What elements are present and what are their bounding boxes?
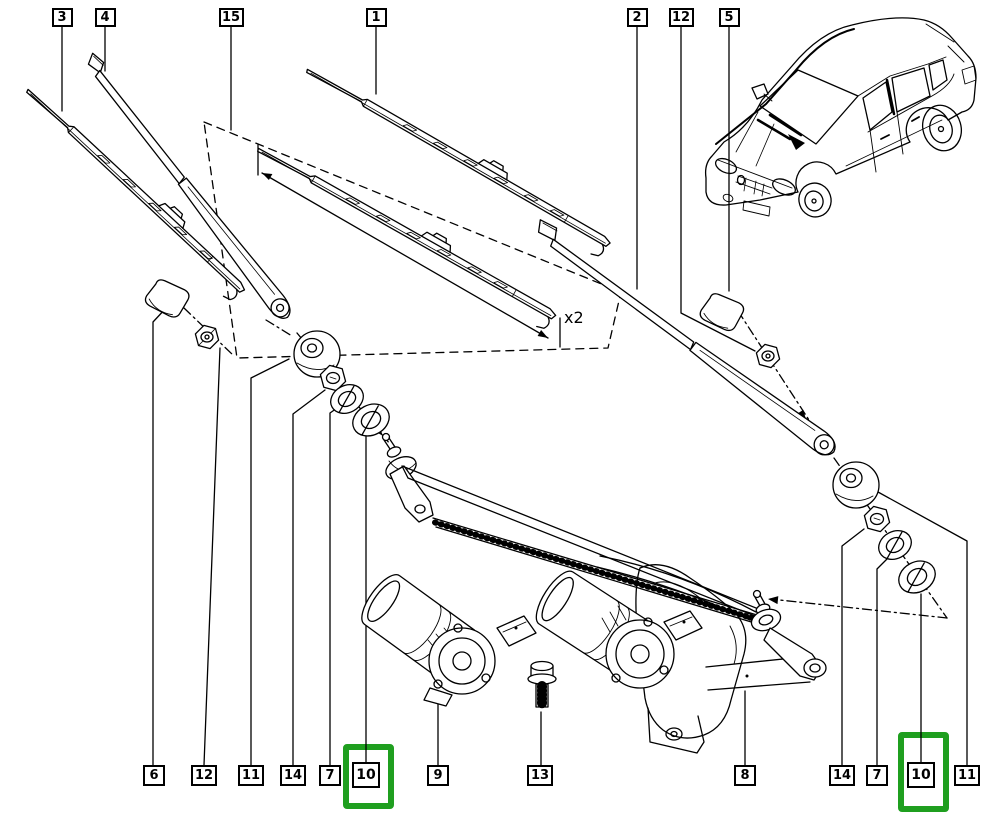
callout-top-12[interactable]: 12 xyxy=(668,8,694,27)
highlight-box-right xyxy=(898,732,949,812)
callout-label: 1 xyxy=(371,10,381,25)
highlight-box-left xyxy=(343,744,394,809)
wiper-blade-1 xyxy=(306,68,611,257)
callout-label: 11 xyxy=(241,768,261,783)
callout-label: 3 xyxy=(57,10,67,25)
callout-label: 13 xyxy=(530,768,550,783)
seal-washer-7-right xyxy=(878,530,912,560)
spindle-cap-5 xyxy=(699,293,745,332)
callout-label: 6 xyxy=(149,768,159,783)
wiper-blade-3 xyxy=(26,88,246,301)
callout-label: 9 xyxy=(433,768,443,783)
callout-label: 10 xyxy=(911,767,931,783)
callout-bottom-7-left[interactable]: 7 xyxy=(319,765,341,786)
callout-bottom-12[interactable]: 12 xyxy=(191,765,217,786)
spindle-dome-11-left xyxy=(293,330,341,378)
callout-top-1[interactable]: 1 xyxy=(365,8,387,27)
callout-top-3[interactable]: 3 xyxy=(51,8,73,27)
callout-bottom-11-left[interactable]: 11 xyxy=(238,765,264,786)
callout-label: 5 xyxy=(724,10,734,25)
bearing-ring-10-left xyxy=(352,403,390,437)
seal-washer-7-left xyxy=(330,384,364,414)
callout-bottom-10-left[interactable]: 10 xyxy=(352,762,380,788)
callout-label: 15 xyxy=(221,10,241,25)
callout-label: 14 xyxy=(832,768,852,783)
wiper-arm-2 xyxy=(537,219,836,456)
right-pivot xyxy=(750,589,827,681)
spindle-dome-11-right xyxy=(832,461,880,509)
assembly-motor-8 xyxy=(535,570,703,689)
leader-lines xyxy=(61,26,968,766)
callout-bottom-13[interactable]: 13 xyxy=(527,765,553,786)
callout-label: 2 xyxy=(632,10,642,25)
left-pivot-and-crank xyxy=(381,432,434,523)
callout-bottom-10-right[interactable]: 10 xyxy=(907,762,935,788)
callout-bottom-14-left[interactable]: 14 xyxy=(280,765,306,786)
callout-label: 7 xyxy=(872,768,882,783)
mounting-direction-arrows xyxy=(373,409,806,605)
callout-label: 14 xyxy=(283,768,303,783)
windshield-wipers-on-car xyxy=(756,113,805,150)
callout-top-5[interactable]: 5 xyxy=(718,8,740,27)
callout-top-4[interactable]: 4 xyxy=(94,8,116,27)
callout-bottom-6[interactable]: 6 xyxy=(143,765,165,786)
callout-bottom-9[interactable]: 9 xyxy=(427,765,449,786)
callout-bottom-14-right[interactable]: 14 xyxy=(829,765,855,786)
callout-bottom-11-right[interactable]: 11 xyxy=(954,765,980,786)
side-mirror xyxy=(751,83,769,100)
callout-top-2[interactable]: 2 xyxy=(626,8,648,27)
callout-label: 7 xyxy=(325,768,335,783)
callout-bottom-8[interactable]: 8 xyxy=(734,765,756,786)
spindle-cap-6 xyxy=(144,279,190,318)
callout-label: 10 xyxy=(356,767,376,783)
mounting-bolt-13 xyxy=(527,660,557,711)
dimension-arrowheads xyxy=(262,173,548,338)
wiper-blade-kit-15 xyxy=(257,147,557,329)
pivot-nut-12-right xyxy=(755,343,781,369)
callout-bottom-7-right[interactable]: 7 xyxy=(866,765,888,786)
callout-label: 12 xyxy=(671,10,691,25)
bearing-ring-10-right xyxy=(898,560,936,594)
wiper-arm-4 xyxy=(87,52,291,319)
callout-label: 11 xyxy=(957,768,977,783)
callout-label: 8 xyxy=(740,768,750,783)
callout-label: 4 xyxy=(100,10,110,25)
spindle-nut-14-right xyxy=(863,505,891,533)
linkage-rods xyxy=(401,465,771,625)
pivot-nut-12-left xyxy=(194,324,220,350)
wiper-motor-9 xyxy=(361,574,537,707)
vehicle-illustration xyxy=(704,17,977,218)
callout-top-15[interactable]: 15 xyxy=(218,8,244,27)
quantity-annotation: x2 xyxy=(564,308,584,327)
callout-label: 12 xyxy=(194,768,214,783)
